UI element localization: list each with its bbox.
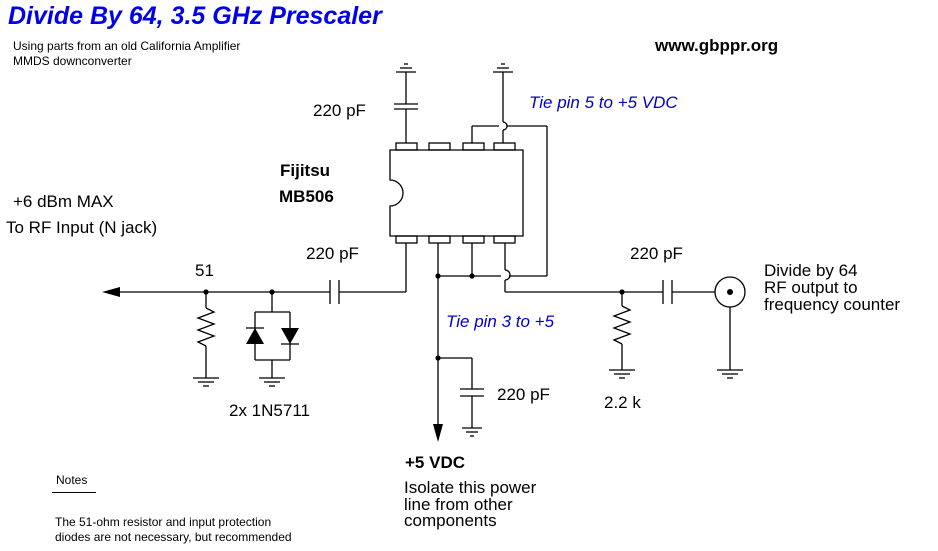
- ic-body: [389, 149, 524, 237]
- tie-pin5-label: Tie pin 5 to +5 VDC: [529, 93, 678, 112]
- page-title: Divide By 64, 3.5 GHz Prescaler: [8, 2, 382, 30]
- vdc-label: +5 VDC: [405, 453, 465, 472]
- notes-line-2: diodes are not necessary, but recommende…: [55, 530, 292, 544]
- junction-input-diodes: [269, 289, 275, 295]
- cap-top-label: 220 pF: [313, 101, 366, 120]
- resistor-out-label: 2.2 k: [604, 393, 641, 412]
- isolate-line-2: line from other: [404, 495, 513, 514]
- output-desc-line-2: RF output to: [764, 278, 858, 297]
- website-label: www.gbppr.org: [655, 36, 779, 55]
- cap-bypass-label: 220 pF: [497, 385, 550, 404]
- diode-right-triangle: [281, 328, 299, 344]
- subtitle-line-2: MMDS downconverter: [13, 54, 132, 68]
- ground-symbol-output: [717, 369, 743, 379]
- junction-pin-3: [469, 273, 475, 279]
- ic-pin-top-4: [493, 142, 516, 151]
- ground-symbol-bypass: [462, 427, 482, 437]
- resistor-51-label: 51: [195, 261, 214, 280]
- output-desc-line-1: Divide by 64: [764, 261, 858, 280]
- diodes-label: 2x 1N5711: [229, 401, 310, 420]
- subtitle-line-1: Using parts from an old California Ampli…: [13, 39, 241, 53]
- ground-symbol-diodes: [259, 377, 285, 387]
- cap-output-label: 220 pF: [630, 244, 683, 263]
- chip-maker-label: Fijitsu: [280, 161, 331, 180]
- junction-output-resistor: [619, 289, 625, 295]
- isolate-line-1: Isolate this power: [404, 478, 537, 497]
- junction-pin-2: [435, 273, 441, 279]
- chip-part-label: MB506: [279, 187, 334, 206]
- junction-input-resistor: [203, 289, 209, 295]
- output-desc-line-3: frequency counter: [764, 295, 901, 314]
- isolate-line-3: components: [404, 511, 497, 530]
- ground-symbol-resistor-out: [609, 369, 635, 379]
- diode-left-triangle: [246, 328, 264, 344]
- ic-pin-top-2: [428, 142, 451, 151]
- ground-symbol-resistor-51: [193, 377, 219, 387]
- ic-pin-bottom-2: [428, 235, 451, 244]
- input-power-label: +6 dBm MAX: [13, 192, 114, 211]
- ground-symbol-top-right: [493, 63, 513, 73]
- cap-input-label: 220 pF: [306, 244, 359, 263]
- tie-pin3-label: Tie pin 3 to +5: [446, 312, 555, 331]
- ic-pin-top-1: [395, 142, 418, 151]
- ic-pin-bottom-3: [462, 235, 485, 244]
- output-connector-center: [727, 289, 733, 295]
- ic-pin-top-3: [462, 142, 485, 151]
- ground-symbol-top-left: [396, 63, 416, 73]
- notes-line-1: The 51-ohm resistor and input protection: [55, 515, 272, 529]
- ic-pin-bottom-4: [493, 235, 516, 244]
- resistor-out-zigzag: [612, 305, 632, 345]
- input-desc-label: To RF Input (N jack): [6, 218, 158, 237]
- notes-underline: [52, 492, 96, 493]
- resistor-51-zigzag: [196, 307, 216, 347]
- vdc-arrow: [433, 424, 443, 442]
- notes-heading: Notes: [56, 473, 88, 487]
- junction-bypass: [435, 355, 441, 361]
- input-arrow: [102, 287, 120, 297]
- ic-pin-bottom-1: [395, 235, 418, 244]
